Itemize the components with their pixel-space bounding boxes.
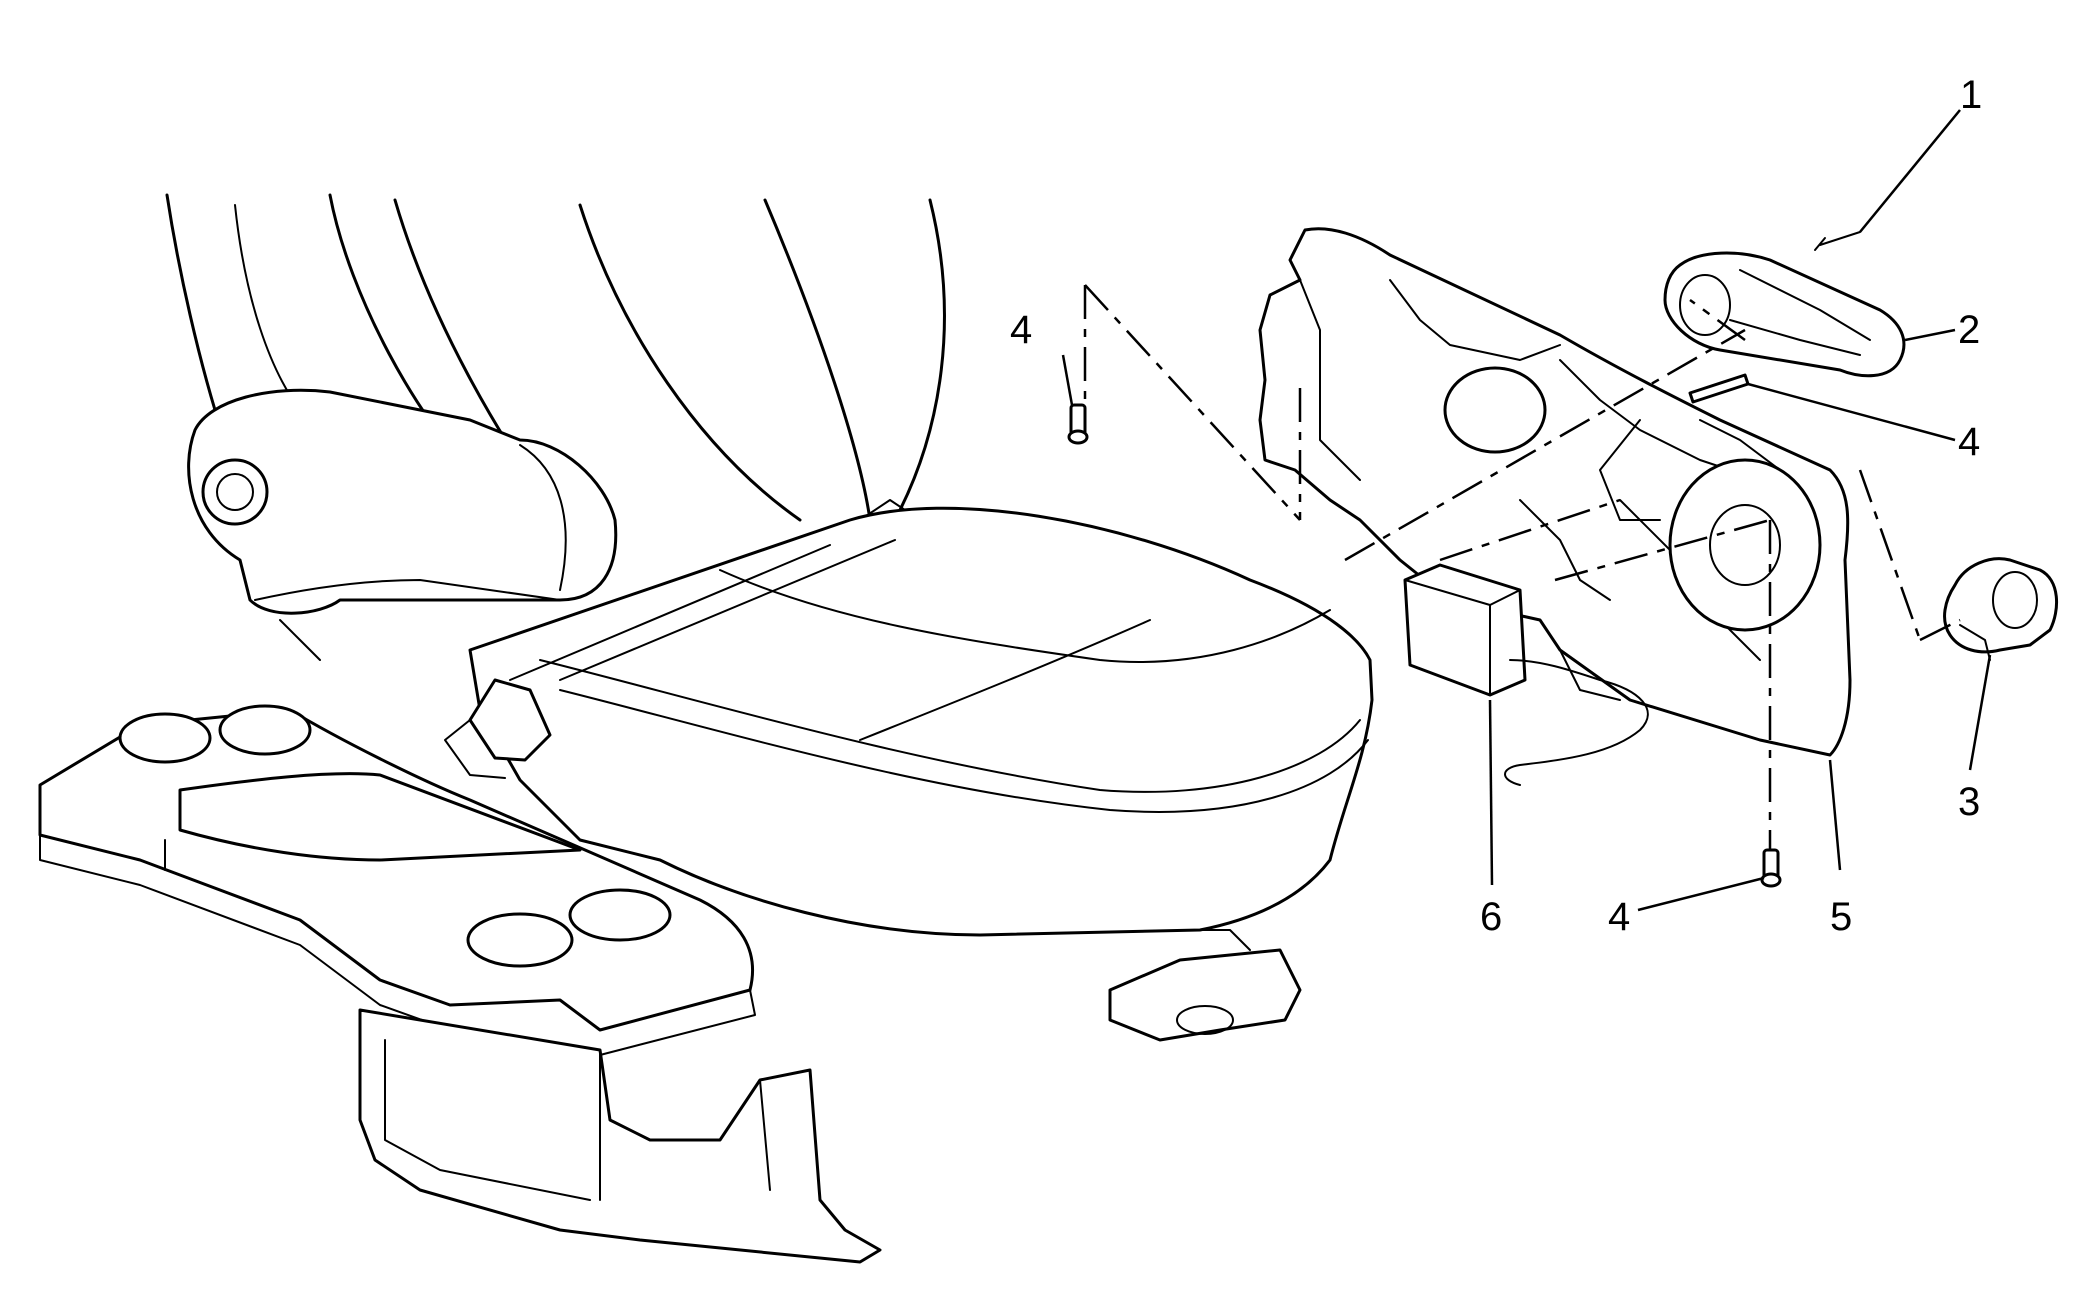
alignment-lines: [1083, 284, 1961, 850]
knob: [1943, 557, 2059, 661]
callout-2: 2: [1958, 308, 1980, 352]
recliner-handle: [1663, 251, 1906, 378]
screw-item-1: [1814, 231, 1861, 251]
bolt-top: [1067, 403, 1089, 445]
callout-3: 3: [1958, 780, 1980, 824]
cupholder-tray: [38, 704, 756, 1056]
control-module: [1403, 563, 1649, 786]
callout-5: 5: [1830, 895, 1852, 939]
callout-4-right: 4: [1958, 420, 1980, 464]
seat-belt-buckle: [444, 678, 552, 779]
callout-4-bottom: 4: [1608, 895, 1630, 939]
seat-back: [165, 193, 946, 541]
leader-lines: [1061, 109, 1992, 912]
armrest: [187, 388, 618, 661]
callout-labels: 1 2 4 3 4 5 6 4: [1010, 73, 1982, 939]
seat-cushion: [468, 506, 1374, 937]
bolt-right: [1688, 373, 1750, 404]
seat-base: [358, 929, 1302, 1264]
callout-1: 1: [1960, 73, 1982, 117]
bolt-bottom: [1760, 848, 1782, 888]
callout-6: 6: [1480, 895, 1502, 939]
seat-assembly: [38, 193, 1374, 1264]
callout-4-top: 4: [1010, 308, 1032, 352]
